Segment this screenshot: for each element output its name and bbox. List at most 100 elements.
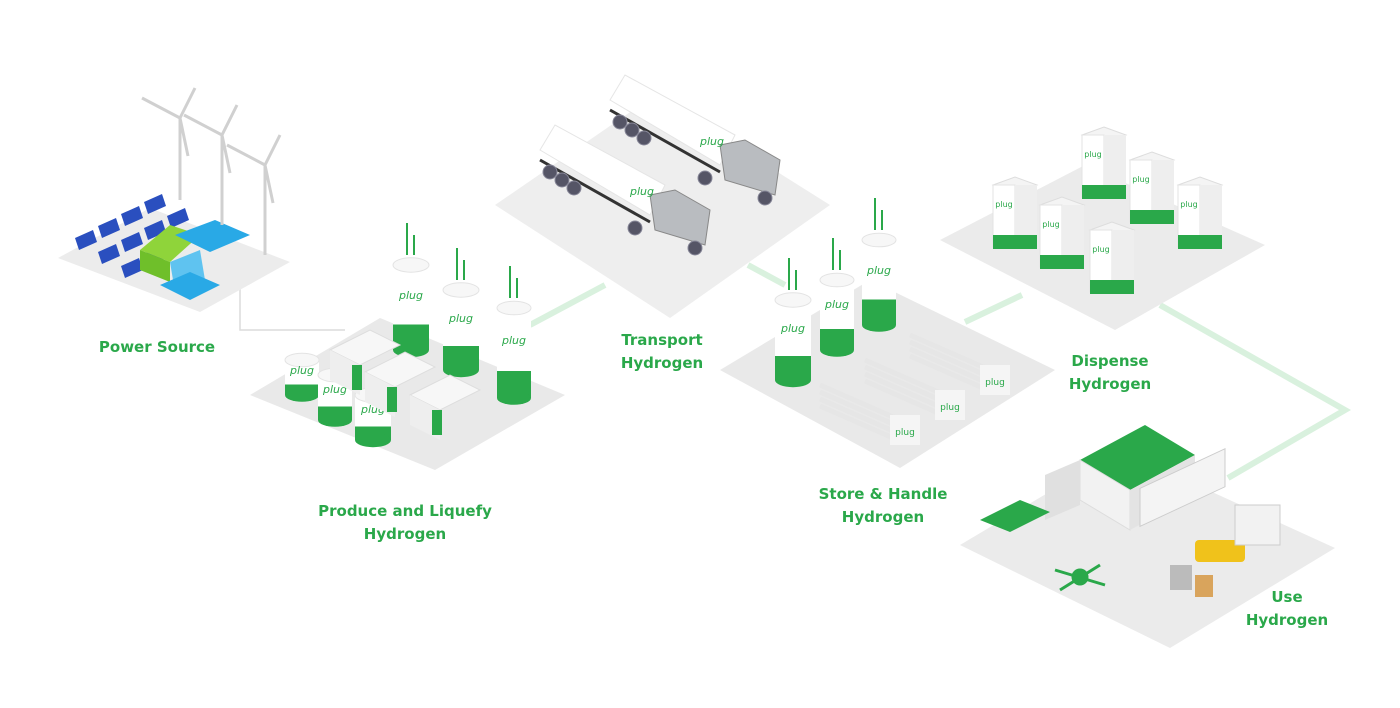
plug-logo: plug: [866, 264, 891, 277]
trailer-frame: [609, 108, 721, 174]
warehouse-roof: [1080, 425, 1195, 490]
tube: [863, 364, 947, 405]
wheel: [687, 240, 703, 256]
wheel: [636, 130, 652, 146]
tube: [908, 353, 992, 394]
pallet-boxes: [1195, 575, 1213, 597]
vent-pipe: [509, 266, 518, 298]
plug-logo: plug: [1042, 220, 1059, 229]
hydrogen-tank: plug: [496, 266, 532, 405]
connector-store-dispense: [963, 292, 1024, 325]
tank-top: [442, 282, 480, 298]
plug-logo: plug: [824, 298, 849, 311]
turbine-blades: [226, 134, 282, 204]
tube: [908, 332, 992, 373]
plug-logo: plug: [398, 289, 423, 302]
wheel: [757, 190, 773, 206]
tank-base: [355, 432, 391, 448]
plug-logo: plug: [629, 185, 654, 198]
connectors: [239, 262, 1352, 481]
taxi: [1195, 540, 1245, 562]
hydrogen-truck: plug: [609, 74, 781, 206]
tank-base: [285, 388, 319, 402]
hydrogen-dispenser: plug: [1176, 176, 1224, 249]
dispenser-base: [1082, 185, 1126, 199]
tube: [818, 389, 902, 430]
tanker-trailer: [539, 124, 666, 216]
tank-top: [861, 232, 897, 248]
solar-panel: [98, 218, 120, 238]
tank-top: [774, 292, 812, 308]
solar-panel: [98, 244, 120, 264]
solar-panel: [144, 194, 166, 214]
plug-logo: plug: [985, 378, 1005, 388]
solar-panel: [144, 220, 166, 240]
label-line: Hydrogen: [1245, 611, 1329, 629]
dispenser-base: [993, 235, 1037, 249]
dispenser-side: [1015, 185, 1037, 247]
connector-dispense-use: [1158, 302, 1352, 481]
wheel: [624, 122, 640, 138]
label-line: Power Source: [98, 338, 216, 356]
tank-base: [820, 343, 854, 357]
hydrogen-dispenser: plug: [991, 176, 1039, 249]
tube-trailer: plug: [908, 332, 1010, 395]
label-line: Transport: [621, 331, 703, 349]
trailer-end: [935, 390, 965, 420]
vent-pipe: [406, 223, 415, 255]
plug-logo: plug: [699, 135, 724, 148]
hydrogen-tank: plug: [861, 198, 897, 332]
hydrogen-dispenser: plug: [1038, 196, 1086, 269]
tank-top: [496, 300, 532, 316]
dispenser-side: [1152, 160, 1174, 222]
hydrogen-tank: plug: [284, 352, 320, 402]
connector-produce-transport: [528, 282, 607, 328]
solar-panel: [121, 232, 143, 252]
tube: [908, 346, 992, 387]
turbine-blades: [141, 87, 197, 157]
tank-top: [392, 257, 430, 273]
tube: [863, 378, 947, 419]
wheel: [697, 170, 713, 186]
label-line: Hydrogen: [841, 508, 925, 526]
plug-logo: plug: [995, 200, 1012, 209]
tube: [818, 403, 902, 444]
plug-logo: plug: [1092, 245, 1109, 254]
label-line: Hydrogen: [363, 525, 447, 543]
wind-turbines: [141, 87, 282, 255]
dispenser-base: [1090, 280, 1134, 294]
solar-panel: [121, 206, 143, 226]
canopy: [980, 500, 1050, 532]
tank-base: [497, 391, 531, 405]
plug-logo: plug: [289, 364, 314, 377]
tube-trailer: plug: [863, 357, 965, 420]
container: [408, 374, 482, 440]
plug-logo: plug: [448, 312, 473, 325]
hydrogen-tank: plug: [774, 258, 812, 388]
hydrogen-trucks: plug plug: [539, 74, 781, 256]
tank-top: [819, 272, 855, 288]
dispenser-side: [1062, 205, 1084, 267]
trailer-end: [890, 415, 920, 445]
truck-cab: [649, 189, 711, 246]
solar-panel: [75, 230, 97, 250]
container: [363, 351, 437, 417]
label-line: Dispense: [1071, 352, 1149, 370]
hydrogen-tank: plug: [392, 223, 430, 358]
wheel: [566, 180, 582, 196]
tanker-trailer: [609, 74, 736, 166]
platform-power: [58, 208, 290, 312]
label-line: Use: [1271, 588, 1303, 606]
plug-logo: plug: [501, 334, 526, 347]
tube: [863, 357, 947, 398]
hydrogen-dispenser: plug: [1080, 126, 1128, 199]
tube-trailer: plug: [818, 382, 920, 445]
tank-base: [443, 362, 479, 378]
